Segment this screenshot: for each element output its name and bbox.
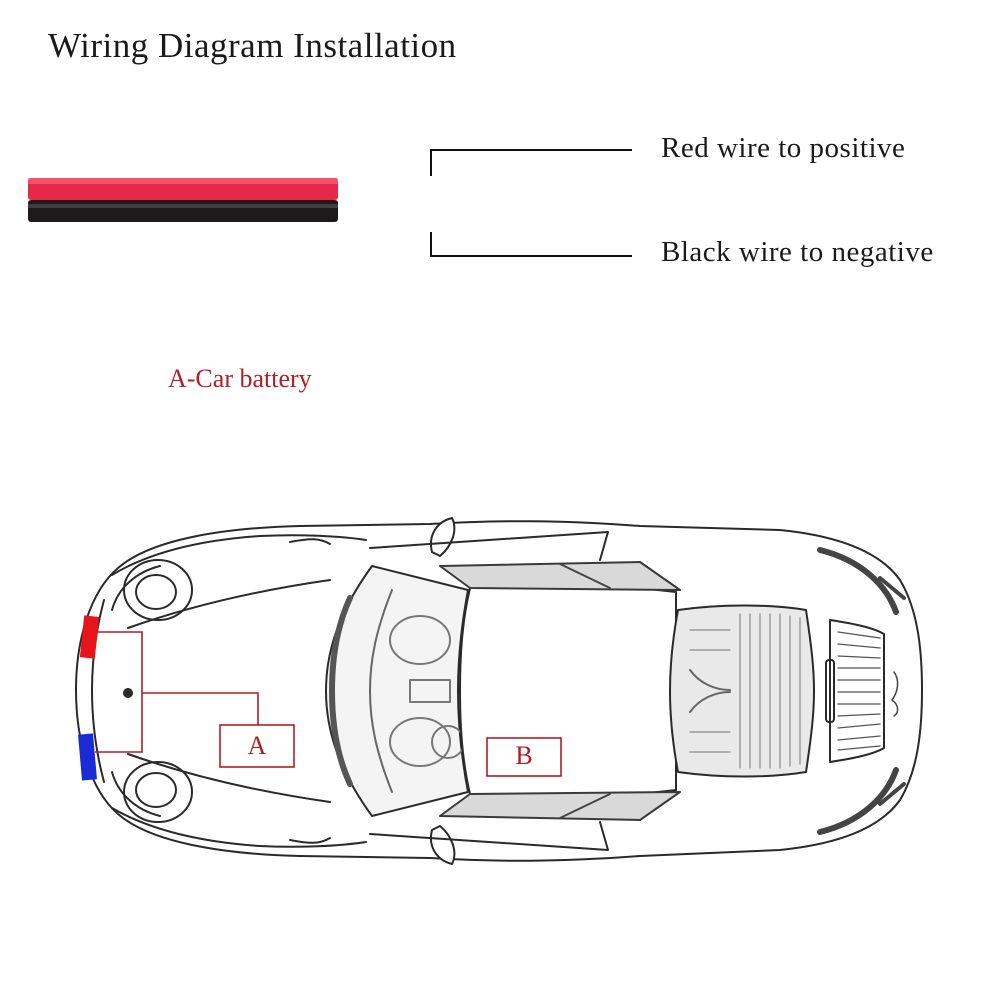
two-core-wire xyxy=(28,178,338,222)
windshield xyxy=(325,565,469,817)
legend-black-wire-label: Black wire to negative xyxy=(661,236,934,268)
mirror-bottom xyxy=(430,825,456,865)
marker-b-label: B xyxy=(515,741,533,770)
mirror-top xyxy=(430,517,456,557)
red-wire-leader-line xyxy=(430,149,632,176)
headlight-bottom xyxy=(111,761,193,823)
positive-terminal-clip xyxy=(79,615,100,659)
rear-grille xyxy=(825,619,885,763)
legend-red-wire-label: Red wire to positive xyxy=(661,132,906,164)
battery-label: A-Car battery xyxy=(168,364,312,393)
connection-line-battery xyxy=(142,692,259,725)
marker-a-label: A xyxy=(247,731,267,760)
negative-terminal-clip xyxy=(78,733,97,781)
black-wire-leader-line xyxy=(430,232,632,257)
black-wire xyxy=(28,200,338,222)
page-title: Wiring Diagram Installation xyxy=(48,26,457,65)
headlight-top xyxy=(111,559,193,621)
rear-script-emblem xyxy=(891,671,899,717)
connection-line-terminals xyxy=(95,631,143,753)
car-body-outline xyxy=(75,520,923,862)
car-top-view xyxy=(75,517,923,865)
hood-badge xyxy=(123,688,133,698)
rear-window xyxy=(669,604,815,778)
marker-box-a xyxy=(219,724,295,768)
wiring-annotations xyxy=(95,631,562,777)
marker-box-b xyxy=(486,737,562,777)
